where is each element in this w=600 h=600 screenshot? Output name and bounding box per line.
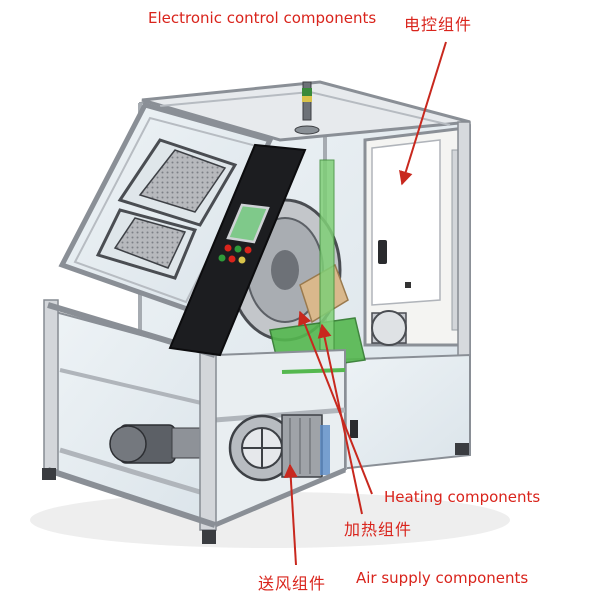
control-screen-icon: [226, 203, 270, 244]
feet: [42, 443, 469, 544]
heating-arrow-1: [298, 310, 373, 495]
green-upright: [319, 159, 335, 351]
air-supply-arrow: [283, 463, 298, 566]
heater-cylinder: [371, 310, 407, 346]
electronic-control-arrow: [399, 41, 447, 186]
electronic-control-label-cn: 电控组件: [404, 15, 473, 34]
heating-label-cn: 加热组件: [344, 520, 413, 539]
motor-icon: [109, 424, 213, 464]
air-supply-label-cn: 送风组件: [258, 574, 327, 593]
front-frame: [43, 299, 346, 531]
air-supply-label-en: Air supply components: [356, 569, 529, 587]
blower-fan-icon: [228, 414, 330, 482]
green-rail: [281, 368, 346, 374]
heating-label-en: Heating components: [384, 488, 541, 506]
control-panel: [168, 143, 307, 357]
button-cluster-icon: [218, 244, 252, 264]
signal-tower-icon: [294, 81, 320, 135]
heating-arrow-2: [317, 323, 363, 515]
electronic-control-label-en: Electronic control components: [148, 9, 377, 27]
right-frame: [329, 121, 471, 472]
front-door: [58, 102, 274, 314]
